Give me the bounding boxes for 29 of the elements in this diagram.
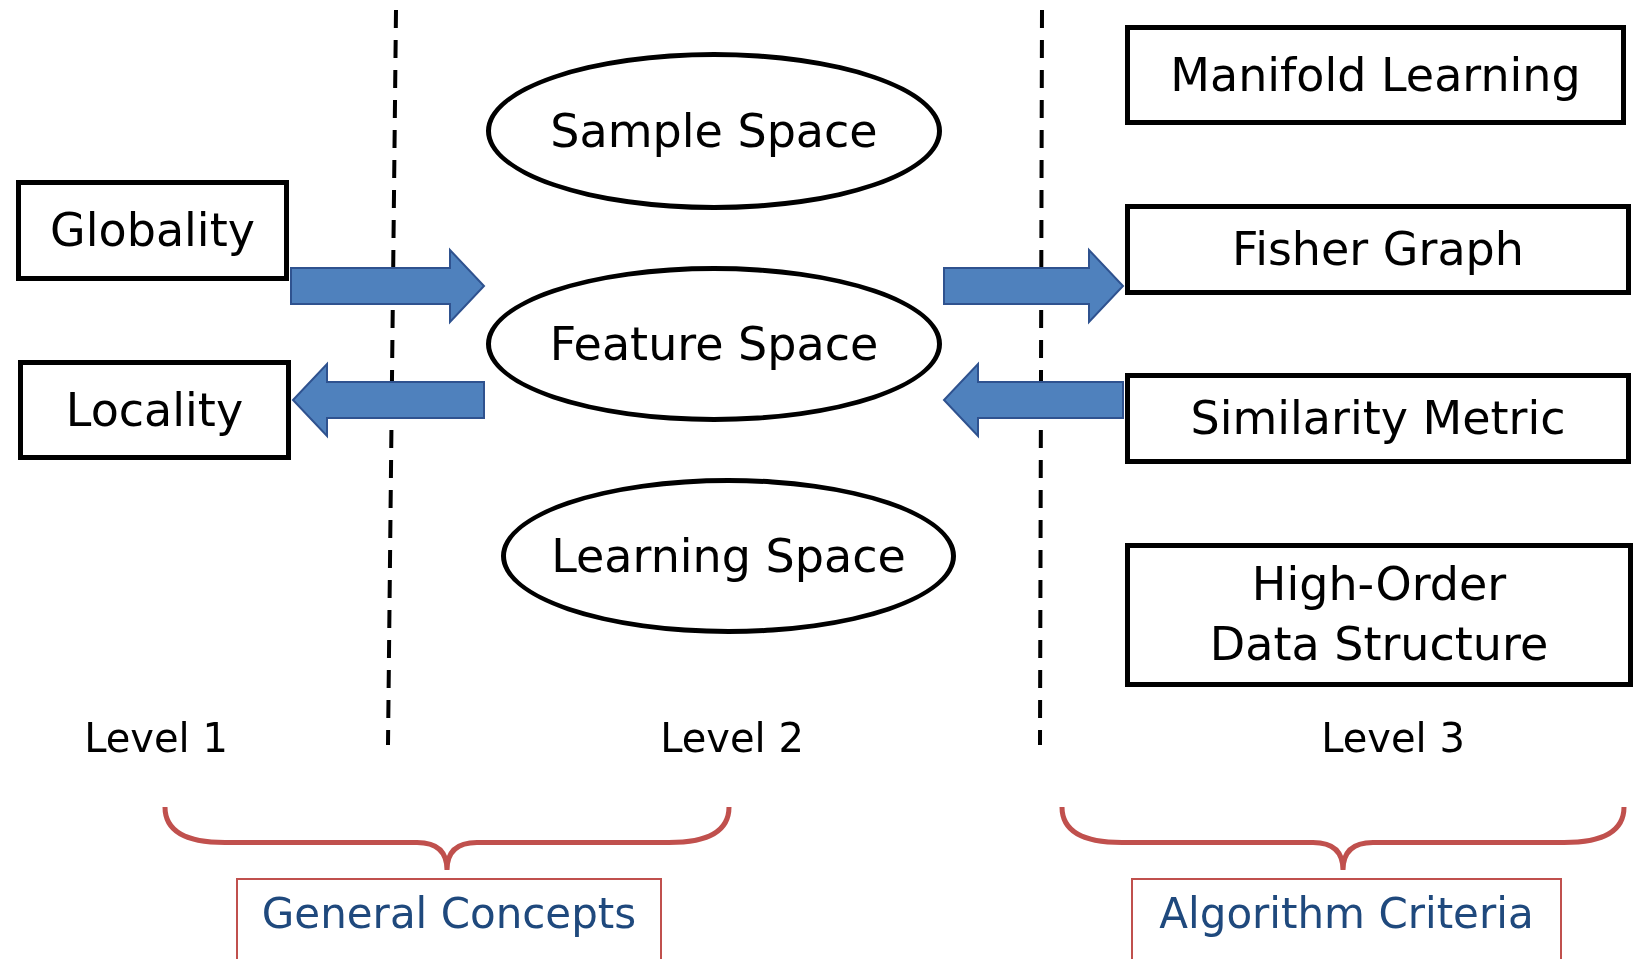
node-label: Similarity Metric: [1190, 390, 1566, 448]
block-arrow: [291, 361, 485, 439]
group-label-box: [1131, 878, 1562, 959]
node-label: Locality: [65, 381, 244, 439]
term-box: [1125, 204, 1631, 295]
node-label: Sample Space: [550, 102, 878, 160]
term-box: [1125, 543, 1633, 687]
group-label-box: [236, 878, 662, 959]
term-box: [1125, 373, 1631, 464]
term-box: [16, 180, 289, 281]
node-label: Fisher Graph: [1232, 221, 1524, 279]
space-ellipse: [501, 478, 956, 634]
level-label: Level 2: [660, 715, 804, 761]
node-label: Manifold Learning: [1170, 46, 1581, 104]
node-label: Globality: [50, 202, 255, 260]
space-ellipse: [486, 266, 942, 422]
level-label: Level 3: [1321, 715, 1465, 761]
node-label: Learning Space: [551, 527, 906, 585]
node-label: Feature Space: [549, 315, 879, 373]
space-ellipse: [486, 52, 942, 210]
level-label: Level 1: [84, 715, 228, 761]
node-label: General Concepts: [261, 888, 637, 940]
node-label: Algorithm Criteria: [1159, 888, 1534, 940]
term-box: [18, 360, 291, 460]
node-label: High-Order Data Structure: [1208, 556, 1550, 673]
block-arrow: [290, 247, 486, 325]
block-arrow: [943, 247, 1125, 325]
term-box: [1125, 25, 1626, 125]
block-arrow: [942, 361, 1124, 439]
